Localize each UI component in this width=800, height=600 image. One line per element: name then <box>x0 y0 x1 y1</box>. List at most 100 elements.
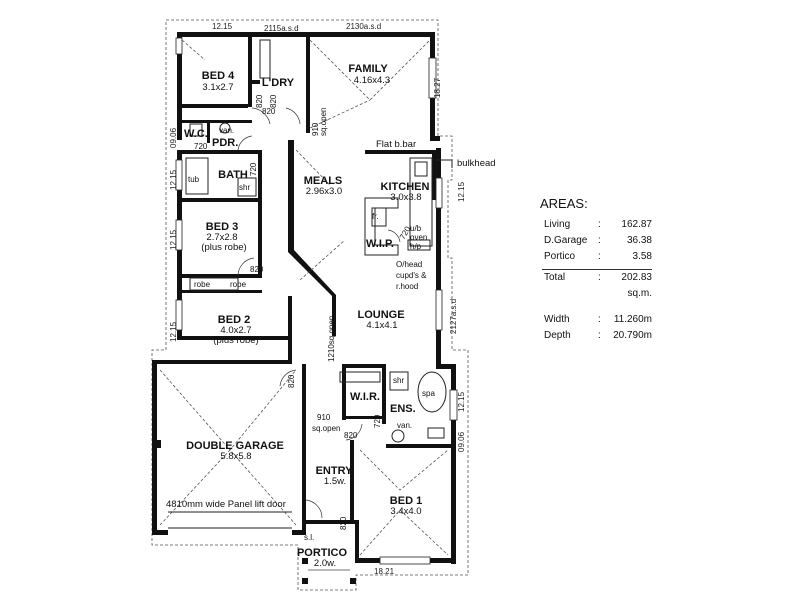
bed4-size: 3.1x2.7 <box>202 82 233 93</box>
bed1-name: BED 1 <box>390 495 422 507</box>
overhead-cupboards-line1: O/head <box>396 260 422 269</box>
bulkhead-pointer <box>436 159 453 168</box>
panel-lift-door-label: 4810mm wide Panel lift door <box>166 499 286 510</box>
sq-open-910-entry-b: sq.open <box>312 424 340 433</box>
bath-name: BATH <box>218 169 248 181</box>
door-820-laundry: 820 <box>269 94 278 108</box>
areas-label: Total <box>544 272 566 283</box>
garage-size: 5.8x5.8 <box>220 451 251 462</box>
dim-0906-left: 09.06 <box>169 127 178 148</box>
wir-name: W.I.R. <box>350 391 380 403</box>
dim-1215-left-2: 12.15 <box>169 229 178 250</box>
bed3-note: (plus robe) <box>201 242 246 253</box>
bulkhead-label: bulkhead <box>457 158 496 169</box>
areas-row-width: Width : 11.260m <box>540 314 720 330</box>
spa-label: spa <box>422 389 435 398</box>
vanity-label: van. <box>219 126 234 135</box>
oven-label: oven <box>410 233 427 242</box>
door-720-wc: 720 <box>194 142 208 151</box>
areas-unit: sq.m. <box>627 288 652 299</box>
areas-value: 20.790m <box>613 330 652 341</box>
sq-open-910-entry: 910 <box>317 413 331 422</box>
ensuite-vanity-label: van. <box>397 421 412 430</box>
areas-colon: : <box>598 314 601 325</box>
areas-colon: : <box>598 330 601 341</box>
door-820-bed4: 820 <box>255 94 264 108</box>
door-820-wir: 820 <box>344 431 358 440</box>
entry-name: ENTRY <box>316 465 354 477</box>
interior-walls <box>182 37 456 524</box>
fixtures <box>185 39 447 443</box>
dim-1215-right-1: 12.15 <box>457 181 466 202</box>
flat-breakfast-bar-label: Flat b.bar <box>376 139 416 150</box>
door-820-hall: 820 <box>262 107 276 116</box>
dim-1215-top: 12.15 <box>212 22 233 31</box>
areas-row-depth: Depth : 20.790m <box>540 330 720 346</box>
areas-label: D.Garage <box>544 235 588 246</box>
areas-row-garage: D.Garage : 36.38 <box>540 235 720 251</box>
family-size: 4.16x4.3 <box>354 75 390 86</box>
overhead-cupboards-line3: r.hood <box>396 282 418 291</box>
meals-size: 2.96x3.0 <box>306 186 342 197</box>
family-name: FAMILY <box>348 63 388 75</box>
door-820-bed3: 820 <box>250 265 264 274</box>
areas-colon: : <box>598 235 601 246</box>
sq-open-910-meals: 910 <box>311 122 320 136</box>
areas-label: Living <box>544 219 571 230</box>
bed4-name: BED 4 <box>202 70 235 82</box>
door-swings <box>237 107 401 519</box>
ensuite-name: ENS. <box>390 403 416 415</box>
areas-colon: : <box>598 219 601 230</box>
dim-0906-right: 09.06 <box>457 431 466 452</box>
areas-label: Portico <box>544 251 576 262</box>
garage-name: DOUBLE GARAGE <box>186 440 284 452</box>
areas-rule <box>542 269 652 270</box>
bed1-size: 3.4x4.0 <box>390 506 421 517</box>
areas-title: AREAS: <box>540 196 588 211</box>
bed2-note: (plus robe) <box>213 335 258 346</box>
wip-name: W.I.P. <box>366 238 394 250</box>
powder-room-name: PDR. <box>212 137 238 149</box>
areas-value: 162.87 <box>621 219 652 230</box>
boundary-line <box>151 19 469 591</box>
garage-door <box>157 440 292 529</box>
areas-row-total: Total : 202.83 <box>540 272 720 288</box>
areas-value: 202.83 <box>621 272 652 283</box>
sidelight-label: s.l. <box>304 533 314 542</box>
entry-size: 1.5w. <box>324 476 346 487</box>
dim-1215-left-3: 12.15 <box>169 321 178 342</box>
areas-row-portico: Portico : 3.58 <box>540 251 720 267</box>
bed3-size: 2.7x2.8 <box>206 232 237 243</box>
sq-open-910-meals-b: sq.open <box>319 108 328 136</box>
portico-posts <box>302 558 356 584</box>
kitchen-name: KITCHEN <box>381 181 430 193</box>
overhead-cupboards-line2: cupd's & <box>396 271 427 280</box>
bed2-name: BED 2 <box>218 314 250 326</box>
sq-open-1210-lounge: 1210sq.open <box>327 316 336 362</box>
meals-name: MEALS <box>304 175 343 187</box>
door-820-entry: 820 <box>339 516 348 530</box>
dim-1215-right-2: 12.15 <box>457 391 466 412</box>
door-820-garage: 820 <box>287 374 296 388</box>
bed2-size: 4.0x2.7 <box>220 325 251 336</box>
lounge-size: 4.1x4.1 <box>366 320 397 331</box>
lounge-name: LOUNGE <box>357 309 404 321</box>
areas-table: AREAS: Living : 162.87 D.Garage : 36.38 … <box>540 196 720 346</box>
portico-name: PORTICO <box>297 547 348 559</box>
hotplate-label: h/p <box>410 242 422 251</box>
fridge-label: fr. <box>372 212 379 221</box>
portico-size: 2.0w. <box>314 558 336 569</box>
underbench-label: u/b <box>410 224 422 233</box>
wc-name: W.C. <box>184 128 208 140</box>
areas-row-unit: sq.m. <box>540 288 720 304</box>
areas-label: Width <box>544 314 570 325</box>
bed2-robe-label: robe <box>230 280 247 289</box>
dim-2130-asd: 2130a.s.d <box>346 22 381 31</box>
door-720-ensuite: 720 <box>373 414 382 428</box>
windows <box>175 37 458 565</box>
dim-1827-right: 18.27 <box>433 77 442 98</box>
areas-colon: : <box>598 251 601 262</box>
areas-value: 36.38 <box>626 235 652 246</box>
kitchen-benches <box>364 157 433 256</box>
